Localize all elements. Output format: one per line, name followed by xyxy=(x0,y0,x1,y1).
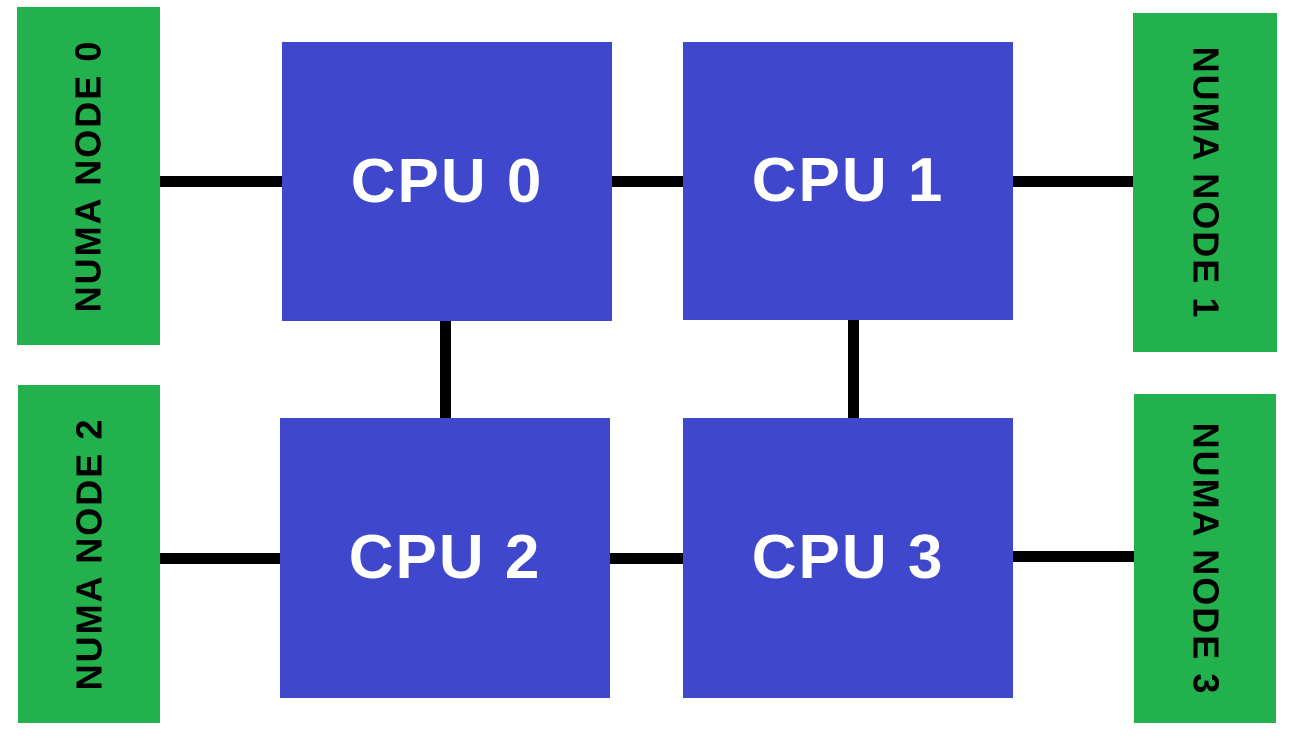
numa-node-3-label: NUMA NODE 3 xyxy=(1185,422,1226,695)
link-cpu2-cpu3 xyxy=(610,553,683,564)
link-cpu1-numa1 xyxy=(1013,176,1133,187)
numa-node-3-box: NUMA NODE 3 xyxy=(1134,394,1276,723)
numa-node-2-label: NUMA NODE 2 xyxy=(68,417,109,691)
numa-node-0-box: NUMA NODE 0 xyxy=(17,7,160,345)
link-cpu3-numa3 xyxy=(1013,551,1134,562)
cpu-3-label: CPU 3 xyxy=(751,523,945,592)
cpu-0-box: CPU 0 xyxy=(282,42,612,321)
cpu-1-box: CPU 1 xyxy=(683,42,1013,320)
cpu-0-label: CPU 0 xyxy=(350,146,544,216)
cpu-2-label: CPU 2 xyxy=(348,523,542,592)
cpu-1-label: CPU 1 xyxy=(751,146,945,215)
cpu-2-box: CPU 2 xyxy=(280,418,610,698)
link-numa0-cpu0 xyxy=(160,176,282,187)
numa-node-1-box: NUMA NODE 1 xyxy=(1133,13,1277,352)
link-cpu1-cpu3 xyxy=(848,319,859,418)
numa-node-0-label: NUMA NODE 0 xyxy=(67,39,109,313)
numa-node-2-box: NUMA NODE 2 xyxy=(18,385,160,723)
link-cpu0-cpu1 xyxy=(612,176,683,187)
link-cpu0-cpu2 xyxy=(440,320,451,418)
numa-node-1-label: NUMA NODE 1 xyxy=(1185,46,1226,319)
cpu-3-box: CPU 3 xyxy=(683,418,1013,698)
link-numa2-cpu2 xyxy=(160,553,280,564)
